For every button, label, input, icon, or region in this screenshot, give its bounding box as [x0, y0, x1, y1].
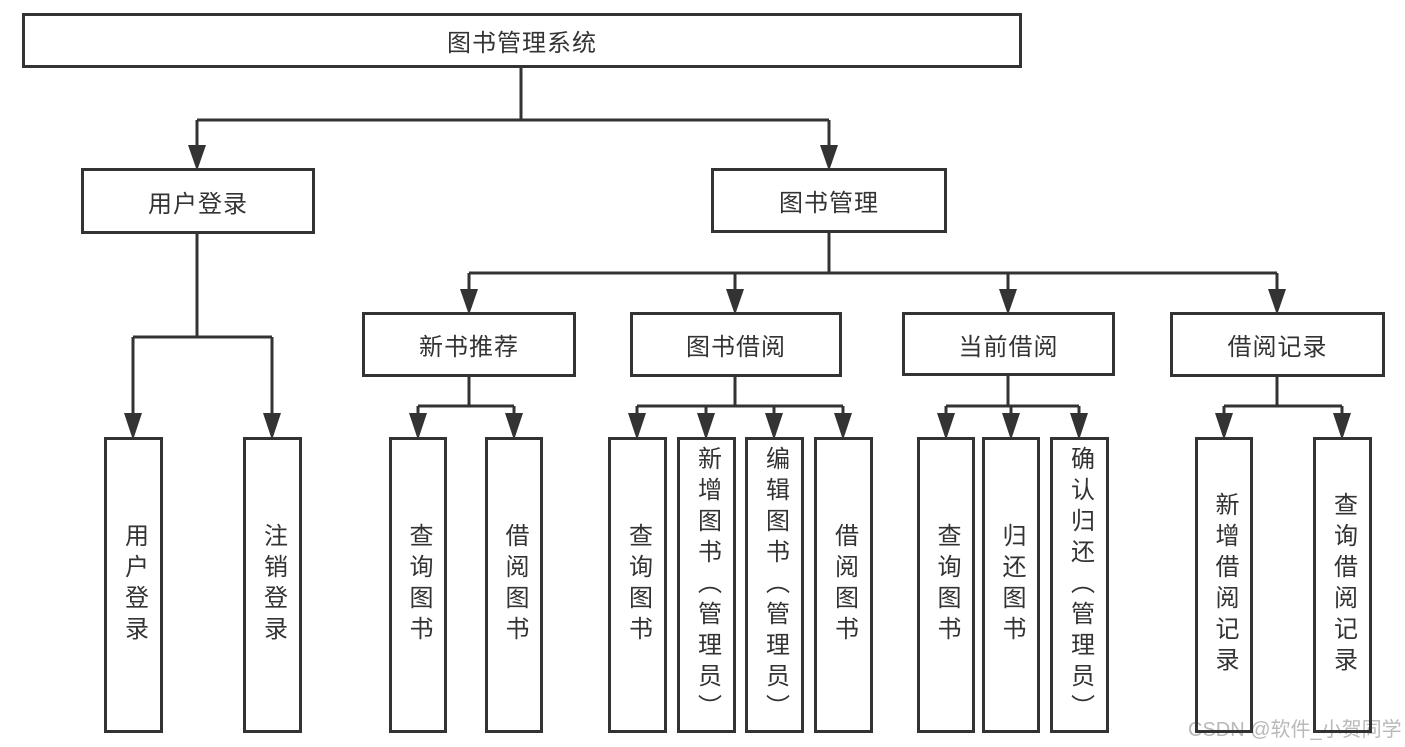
node-label: 当前借阅 — [958, 333, 1059, 361]
watermark: CSDN @软件_小贺同学 — [1188, 719, 1402, 741]
leaf-label: 查询图书 — [405, 523, 432, 647]
leaf-add-book-admin: 新增图书（管理员） — [677, 437, 736, 733]
leaf-return-books: 归还图书 — [982, 437, 1040, 733]
node-current-borrowing: 当前借阅 — [902, 312, 1115, 376]
leaf-query-books-borrowing: 查询图书 — [608, 437, 667, 733]
leaf-borrow-books-recommend: 借阅图书 — [485, 437, 543, 733]
node-borrowing-records: 借阅记录 — [1170, 312, 1385, 377]
leaf-label: 确认归还（管理员） — [1066, 445, 1094, 725]
leaf-label: 用户登录 — [120, 523, 148, 647]
leaf-label: 查询借阅记录 — [1329, 492, 1357, 678]
leaf-label: 查询图书 — [933, 523, 960, 647]
node-label: 用户登录 — [148, 190, 248, 218]
leaf-confirm-return-admin: 确认归还（管理员） — [1050, 437, 1109, 733]
leaf-label: 编辑图书（管理员） — [761, 445, 789, 725]
leaf-query-books-current: 查询图书 — [917, 437, 975, 733]
leaf-query-borrow-record: 查询借阅记录 — [1313, 437, 1372, 733]
node-book-borrowing: 图书借阅 — [630, 312, 842, 377]
leaf-label: 归还图书 — [998, 523, 1025, 647]
node-book-management: 图书管理 — [711, 168, 947, 233]
node-label: 图书管理 — [779, 190, 879, 217]
leaf-borrow-books-borrowing: 借阅图书 — [814, 437, 873, 733]
node-label: 图书借阅 — [686, 334, 786, 361]
leaf-edit-book-admin: 编辑图书（管理员） — [745, 437, 804, 733]
leaf-label: 借阅图书 — [501, 523, 528, 647]
leaf-label: 注销登录 — [259, 523, 287, 647]
node-label: 图书管理系统 — [447, 30, 597, 57]
node-user-login: 用户登录 — [81, 168, 315, 234]
node-label: 借阅记录 — [1227, 334, 1328, 361]
leaf-user-login: 用户登录 — [104, 437, 163, 733]
leaf-query-books-recommend: 查询图书 — [389, 437, 447, 733]
leaf-label: 新增图书（管理员） — [693, 445, 721, 725]
node-new-book-recommendation: 新书推荐 — [362, 312, 576, 377]
node-library-management-system: 图书管理系统 — [22, 13, 1022, 68]
leaf-add-borrow-record: 新增借阅记录 — [1195, 437, 1253, 733]
leaf-label: 新增借阅记录 — [1211, 492, 1238, 678]
leaf-logout: 注销登录 — [243, 437, 302, 733]
leaf-label: 借阅图书 — [830, 523, 858, 647]
leaf-label: 查询图书 — [624, 523, 652, 647]
node-label: 新书推荐 — [419, 334, 519, 361]
